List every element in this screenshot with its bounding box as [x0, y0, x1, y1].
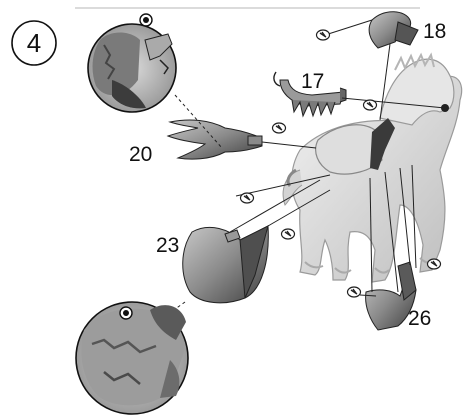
attach-pointer-icon: [241, 193, 254, 203]
part-23-label: 23: [156, 234, 179, 257]
zoom-inset-head: [88, 14, 176, 112]
step-number: 4: [27, 28, 41, 58]
zoom-inset-body: [76, 302, 188, 414]
attach-pointer-icon: [273, 123, 286, 133]
part-26-label: 26: [408, 307, 431, 330]
part-23: 23: [156, 226, 268, 303]
part-20: 20: [129, 120, 262, 166]
part-18: 18: [369, 12, 446, 48]
part-17: 17: [274, 70, 346, 116]
attach-pointer-icon: [317, 30, 330, 40]
attach-pointer-icon: [282, 229, 295, 239]
part-18-label: 18: [423, 20, 446, 43]
part-20-label: 20: [129, 143, 152, 166]
step-number-badge: 4: [12, 21, 56, 65]
attach-pointer-icon: [364, 100, 377, 110]
part-17-label: 17: [301, 70, 324, 93]
attach-pointer-icon: [348, 287, 361, 297]
attach-pointer-icon: [428, 259, 441, 269]
